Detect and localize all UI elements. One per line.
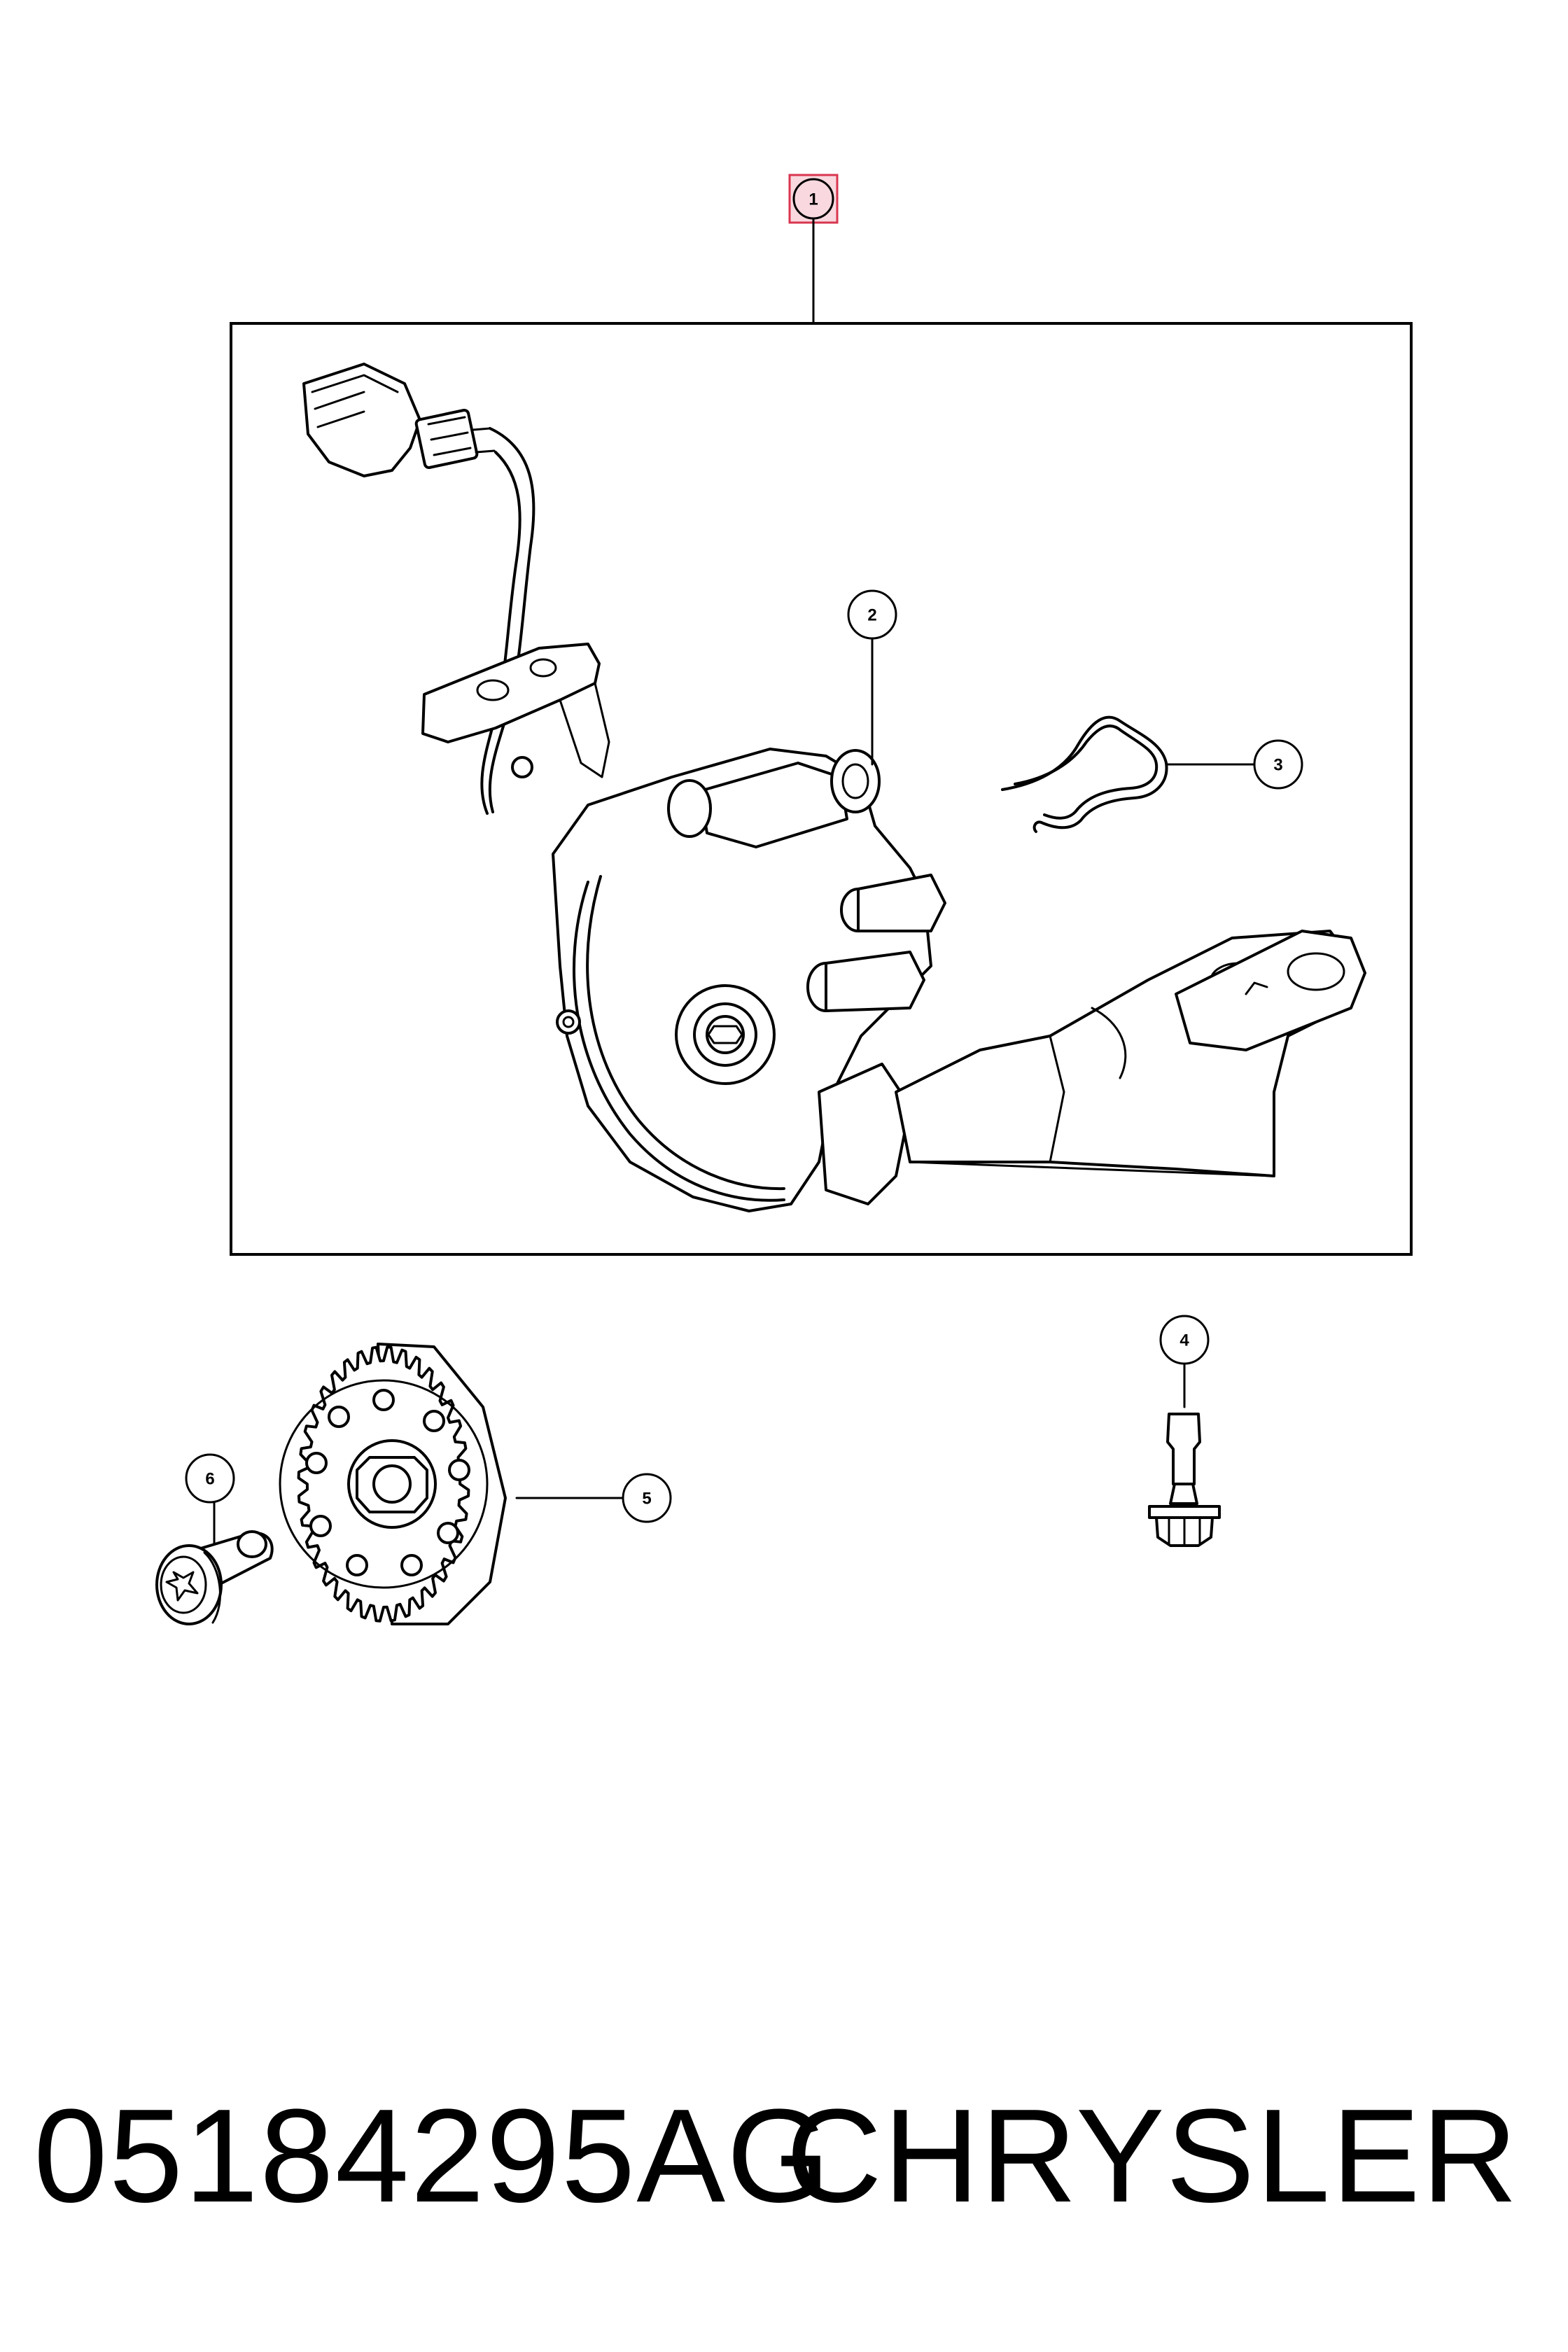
bolt	[1148, 1413, 1221, 1547]
torx-bolt	[155, 1530, 274, 1625]
brand-name: CHRYSLER	[785, 2082, 1519, 2230]
lower-flange	[1175, 930, 1366, 1051]
callout-5[interactable]: 5	[622, 1473, 672, 1523]
callout-5-label: 5	[642, 1490, 651, 1508]
sensor-wire	[488, 427, 536, 813]
callout-4[interactable]: 4	[1159, 1315, 1210, 1365]
callout-3[interactable]: 3	[1253, 739, 1303, 790]
sprocket-holes	[305, 1389, 470, 1576]
callout-4-label: 4	[1180, 1331, 1189, 1350]
callout-2-label: 2	[867, 606, 876, 625]
oil-pump-assembly	[302, 363, 1366, 1212]
callout-6[interactable]: 6	[185, 1453, 235, 1504]
callout-1[interactable]: 1	[788, 174, 839, 224]
assembly-frame	[230, 322, 1413, 1256]
part-number: 05184295AG	[34, 2082, 832, 2230]
callout-2[interactable]: 2	[847, 589, 897, 640]
drive-hub	[675, 984, 776, 1085]
sensor-connector	[302, 363, 496, 477]
callout-3-label: 3	[1273, 756, 1282, 775]
sprocket	[279, 1343, 507, 1625]
pump-body	[552, 748, 932, 1212]
upper-bracket	[421, 643, 601, 743]
callout-1-label: 1	[808, 190, 818, 209]
retaining-clip	[1001, 715, 1168, 833]
footer: 05184295AG CHRYSLER	[0, 2072, 1568, 2240]
callout-6-label: 6	[205, 1470, 214, 1489]
